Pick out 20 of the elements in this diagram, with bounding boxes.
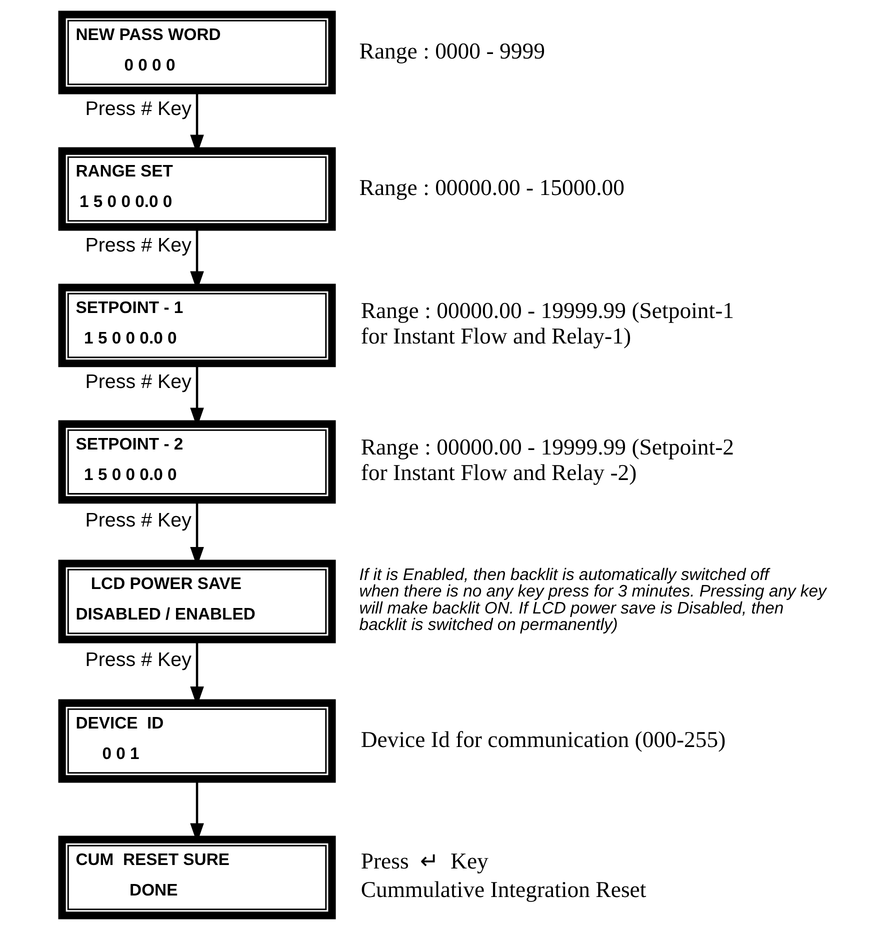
node-label: Range : 00000.00 - 19999.99 (Setpoint-1 for Instant Flow and Relay-1) [360,298,734,349]
node-label: Cummulative Integration Reset [360,877,646,902]
node-box: CUM RESET SURE DONE [58,836,336,920]
node-box: SETPOINT - 1 1 5 0 0 0.0 0 [58,284,336,368]
node-label: Range : 00000.00 - 19999.99 (Setpoint-2 for Instant Flow and Relay -2) [360,434,734,486]
node-label: Device Id for communication (000-255) [360,727,726,752]
edge-label: Press # Key [84,371,191,394]
node-box: RANGE SET 1 5 0 0 0.0 0 [58,147,336,231]
edge-label: Press # Key [84,98,191,120]
edge-label: Press # Key [84,509,191,532]
node-box: LCD POWER SAVE DISABLED / ENABLED [58,560,336,644]
node-label: Press ↵ Key [360,848,488,874]
edge-label: Press # Key [84,234,191,257]
node-box: DEVICE ID 0 0 1 [58,699,336,783]
edge-label: Press # Key [84,648,191,671]
node-box: SETPOINT - 2 1 5 0 0 0.0 0 [58,420,336,504]
node-label: If it is Enabled, then backlit is automatically switched off when there is no any key press for 3 minutes. Pressing any key will make backlit ON. If LCD power save is Disabled, then backlit is switched on permanently) [358,564,826,634]
node-label: Range : 0000 - 9999 [358,38,544,64]
node-label: Range : 00000.00 - 15000.00 [358,175,624,200]
node-box: NEW PASS WORD 0 0 0 0 [58,10,336,94]
